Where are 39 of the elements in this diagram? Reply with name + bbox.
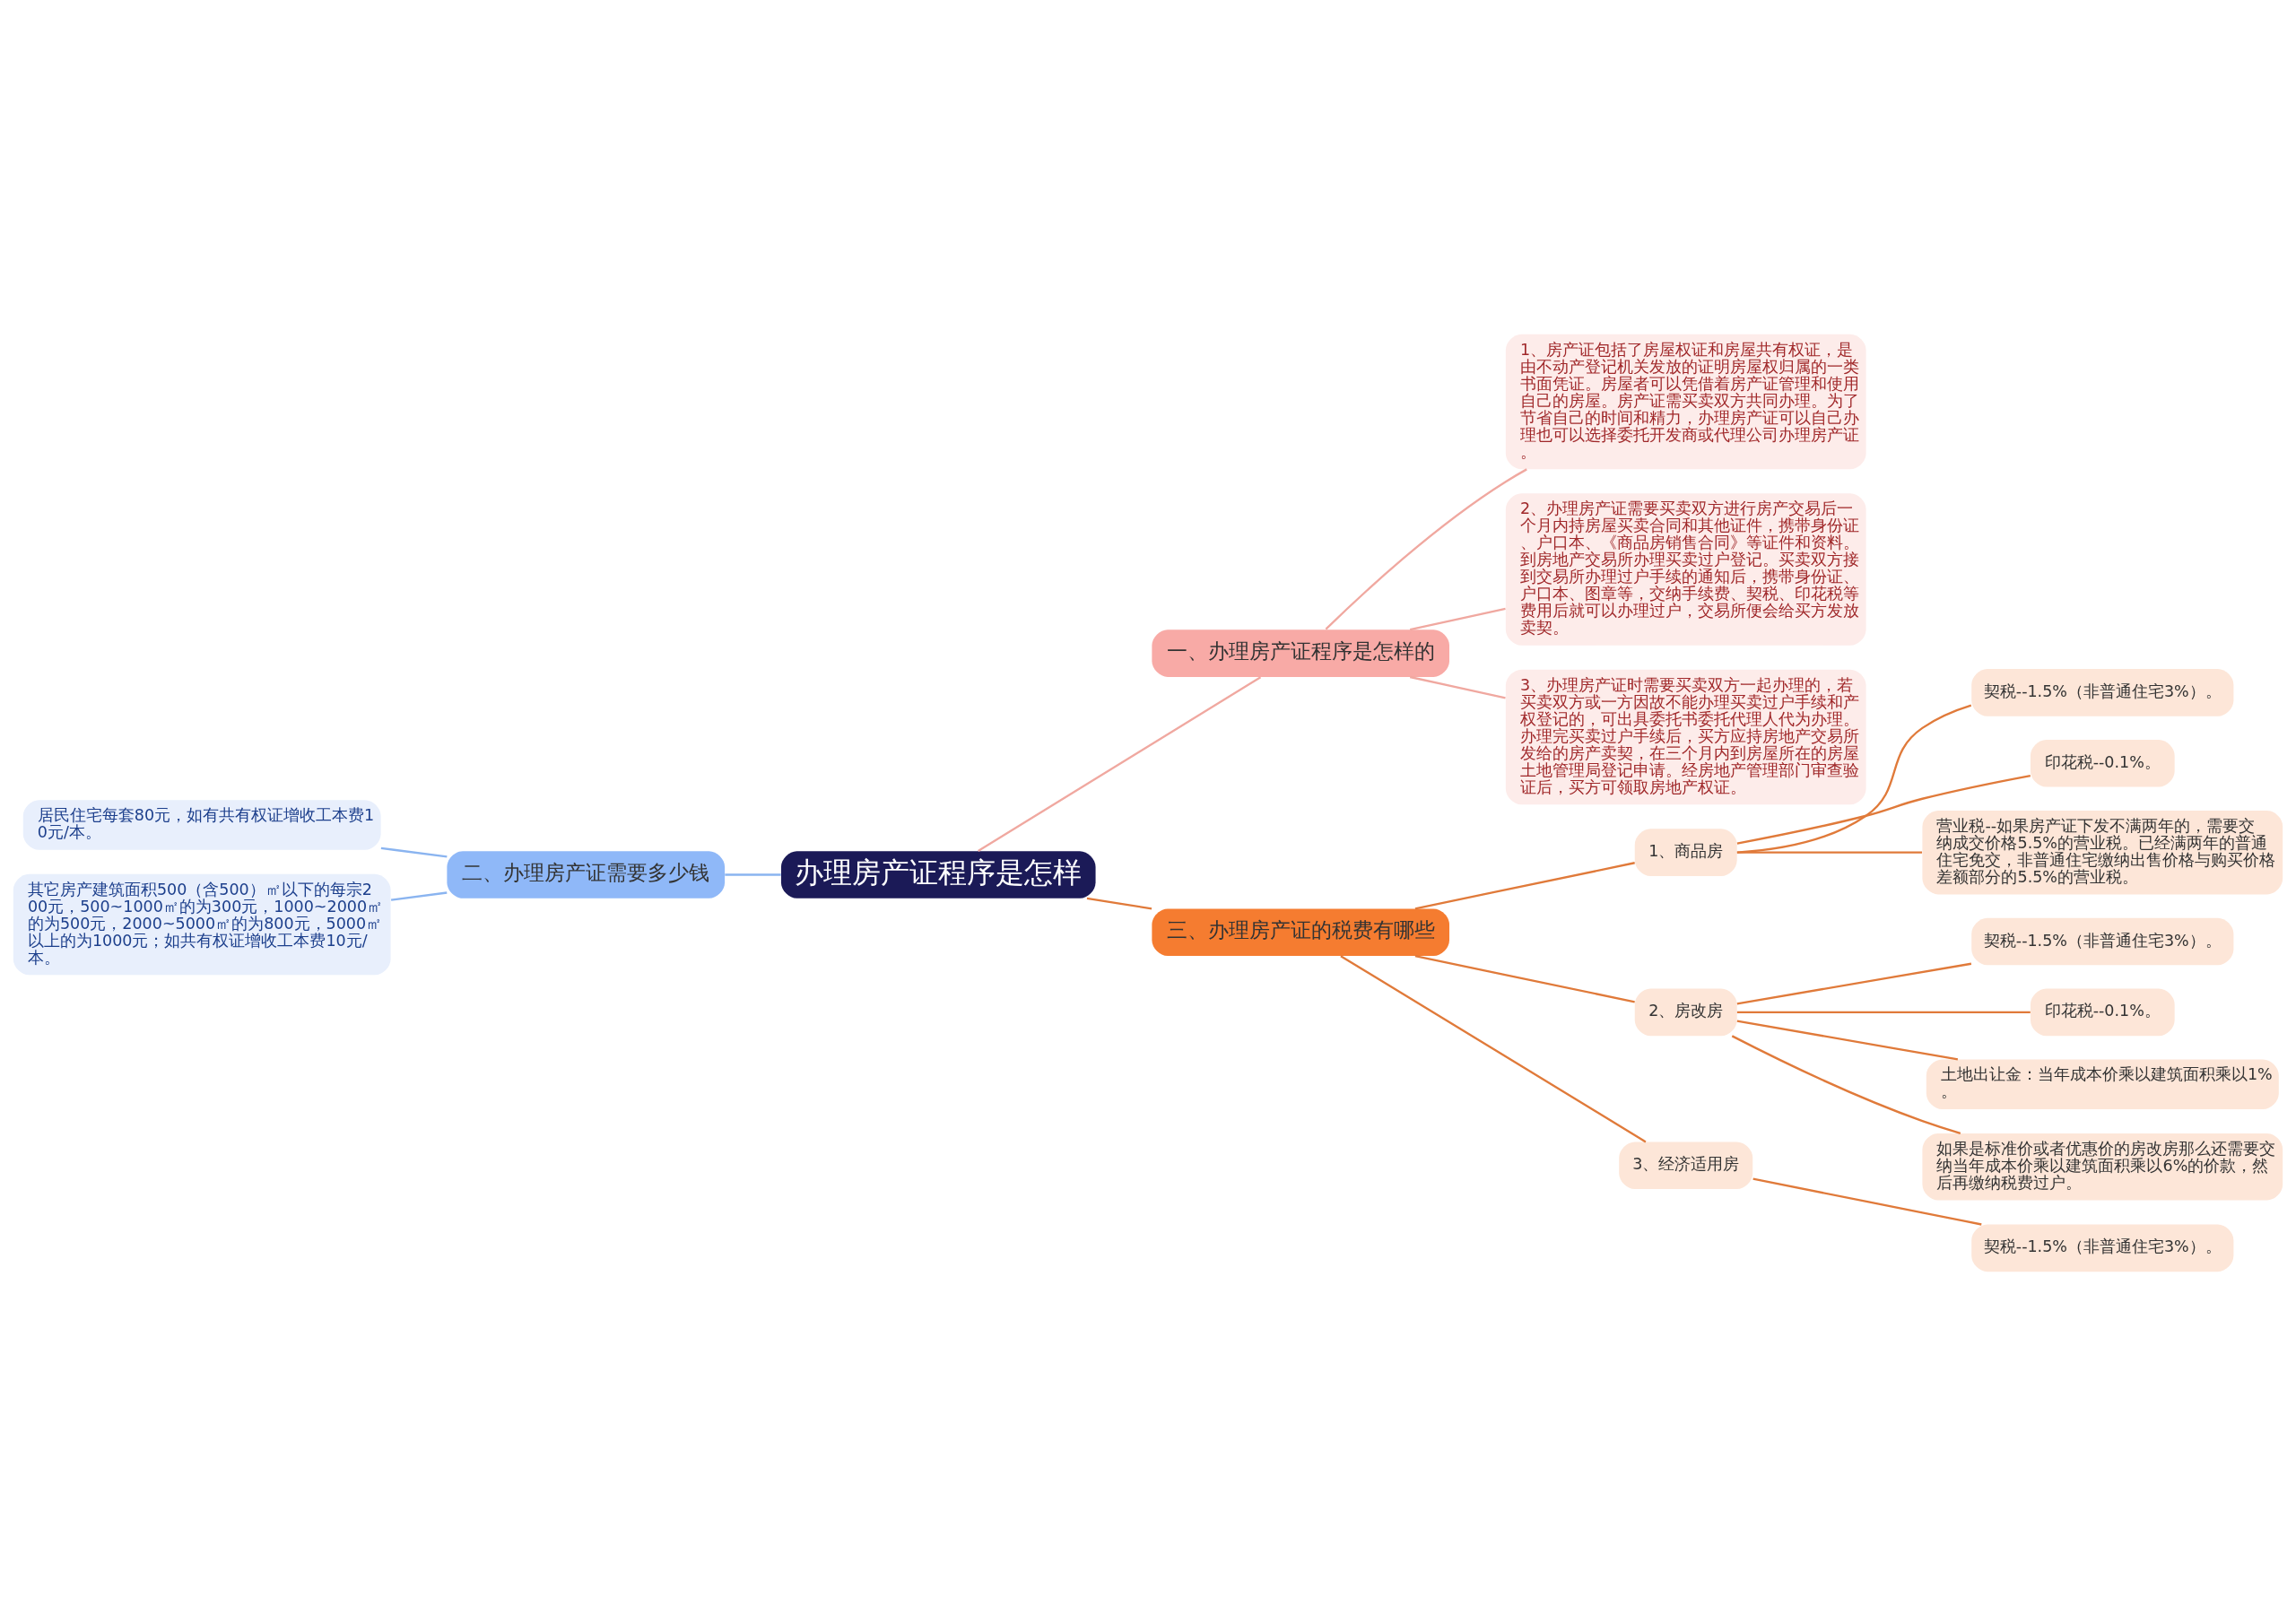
node-box: 三、办理房产证的税费有哪些 — [1152, 908, 1449, 957]
node-box: 3、办理房产证时需要买卖双方一起办理的，若买卖双方或一方因故不能办理买卖过户手续和产权登记的，可出具委托书委托代理人代为办理。办理完买卖过户手续后，买方应持房地产交易所发给的房产卖契，在三个月内到房屋所在的房屋土地管理局登记申请。经房地产管理部门审查验证后，买方可领取房地产权证。 — [1505, 669, 1866, 805]
connector — [1340, 955, 1647, 1143]
node-box: 契税--1.5%（非普通住宅3%）。 — [1971, 1224, 2234, 1272]
node-box: 办理房产证程序是怎样 — [780, 851, 1096, 898]
node-box: 如果是标准价或者优惠价的房改房那么还需要交纳当年成本价乘以建筑面积乘以6%的价款，然后再缴纳税费过户。 — [1922, 1133, 2283, 1201]
node-box: 契税--1.5%（非普通住宅3%）。 — [1971, 669, 2234, 716]
connector — [1752, 1177, 1982, 1226]
connector — [1414, 955, 1635, 1003]
connector — [1736, 1020, 1959, 1061]
connector — [1086, 897, 1152, 910]
node-box: 居民住宅每套80元，如有共有权证增收工本费10元/本。 — [22, 800, 381, 850]
connector — [1409, 607, 1506, 631]
connector — [1325, 468, 1527, 630]
node-box: 土地出让金：当年成本价乘以建筑面积乘以1%。 — [1926, 1059, 2279, 1109]
connector — [380, 846, 448, 858]
node-box: 3、经济适用房 — [1619, 1142, 1753, 1190]
node-box: 二、办理房产证需要多少钱 — [447, 851, 726, 898]
connector — [1736, 851, 1923, 854]
connector — [725, 873, 781, 876]
connector — [1736, 704, 1972, 854]
node-box: 契税--1.5%（非普通住宅3%）。 — [1971, 917, 2234, 966]
node-box: 2、房改房 — [1634, 988, 1737, 1037]
node-box: 印花税--0.1%。 — [2030, 740, 2175, 787]
node-box: 1、商品房 — [1634, 829, 1737, 876]
connector — [978, 676, 1262, 853]
node-box: 1、房产证包括了房屋权证和房屋共有权证，是由不动产登记机关发放的证明房屋权归属的一类书面凭证。房屋者可以凭借着房产证管理和使用自己的房屋。房产证需买卖双方共同办理。为了节省自己的时间和精力，办理房产证可以自己办理也可以选择委托开发商或代理公司办理房产证。 — [1505, 334, 1866, 470]
node-box: 其它房产建筑面积500（含500）㎡以下的每宗200元，500~1000㎡的为300元，1000~2000㎡的为500元，2000~5000㎡的为800元，5000㎡以上的为1000元；如共有权证增收工本费10元/本。 — [13, 873, 391, 976]
node-box: 2、办理房产证需要买卖双方进行房产交易后一个月内持房屋买卖合同和其他证件，携带身份证、户口本、《商品房销售合同》等证件和资料。到房地产交易所办理买卖过户登记。买卖双方接到交易所办理过户手续的通知后，携带身份证、户口本、图章等，交纳手续费、契税、印花税等费用后就可以办理过户，交易所便会给买方发放卖契。 — [1505, 493, 1866, 646]
node-box: 一、办理房产证程序是怎样的 — [1152, 629, 1449, 677]
connector — [1736, 774, 2031, 845]
connector — [1736, 1011, 2031, 1014]
connector — [1736, 962, 1972, 1005]
connector — [1414, 862, 1635, 910]
connector — [1731, 1035, 1961, 1135]
connector — [1409, 675, 1506, 699]
connector — [390, 891, 448, 901]
node-box: 营业税--如果房产证下发不满两年的，需要交纳成交价格5.5%的营业税。已经满两年的普通住宅免交，非普通住宅缴纳出售价格与购买价格差额部分的5.5%的营业税。 — [1922, 810, 2283, 895]
node-box: 印花税--0.1%。 — [2030, 988, 2175, 1037]
